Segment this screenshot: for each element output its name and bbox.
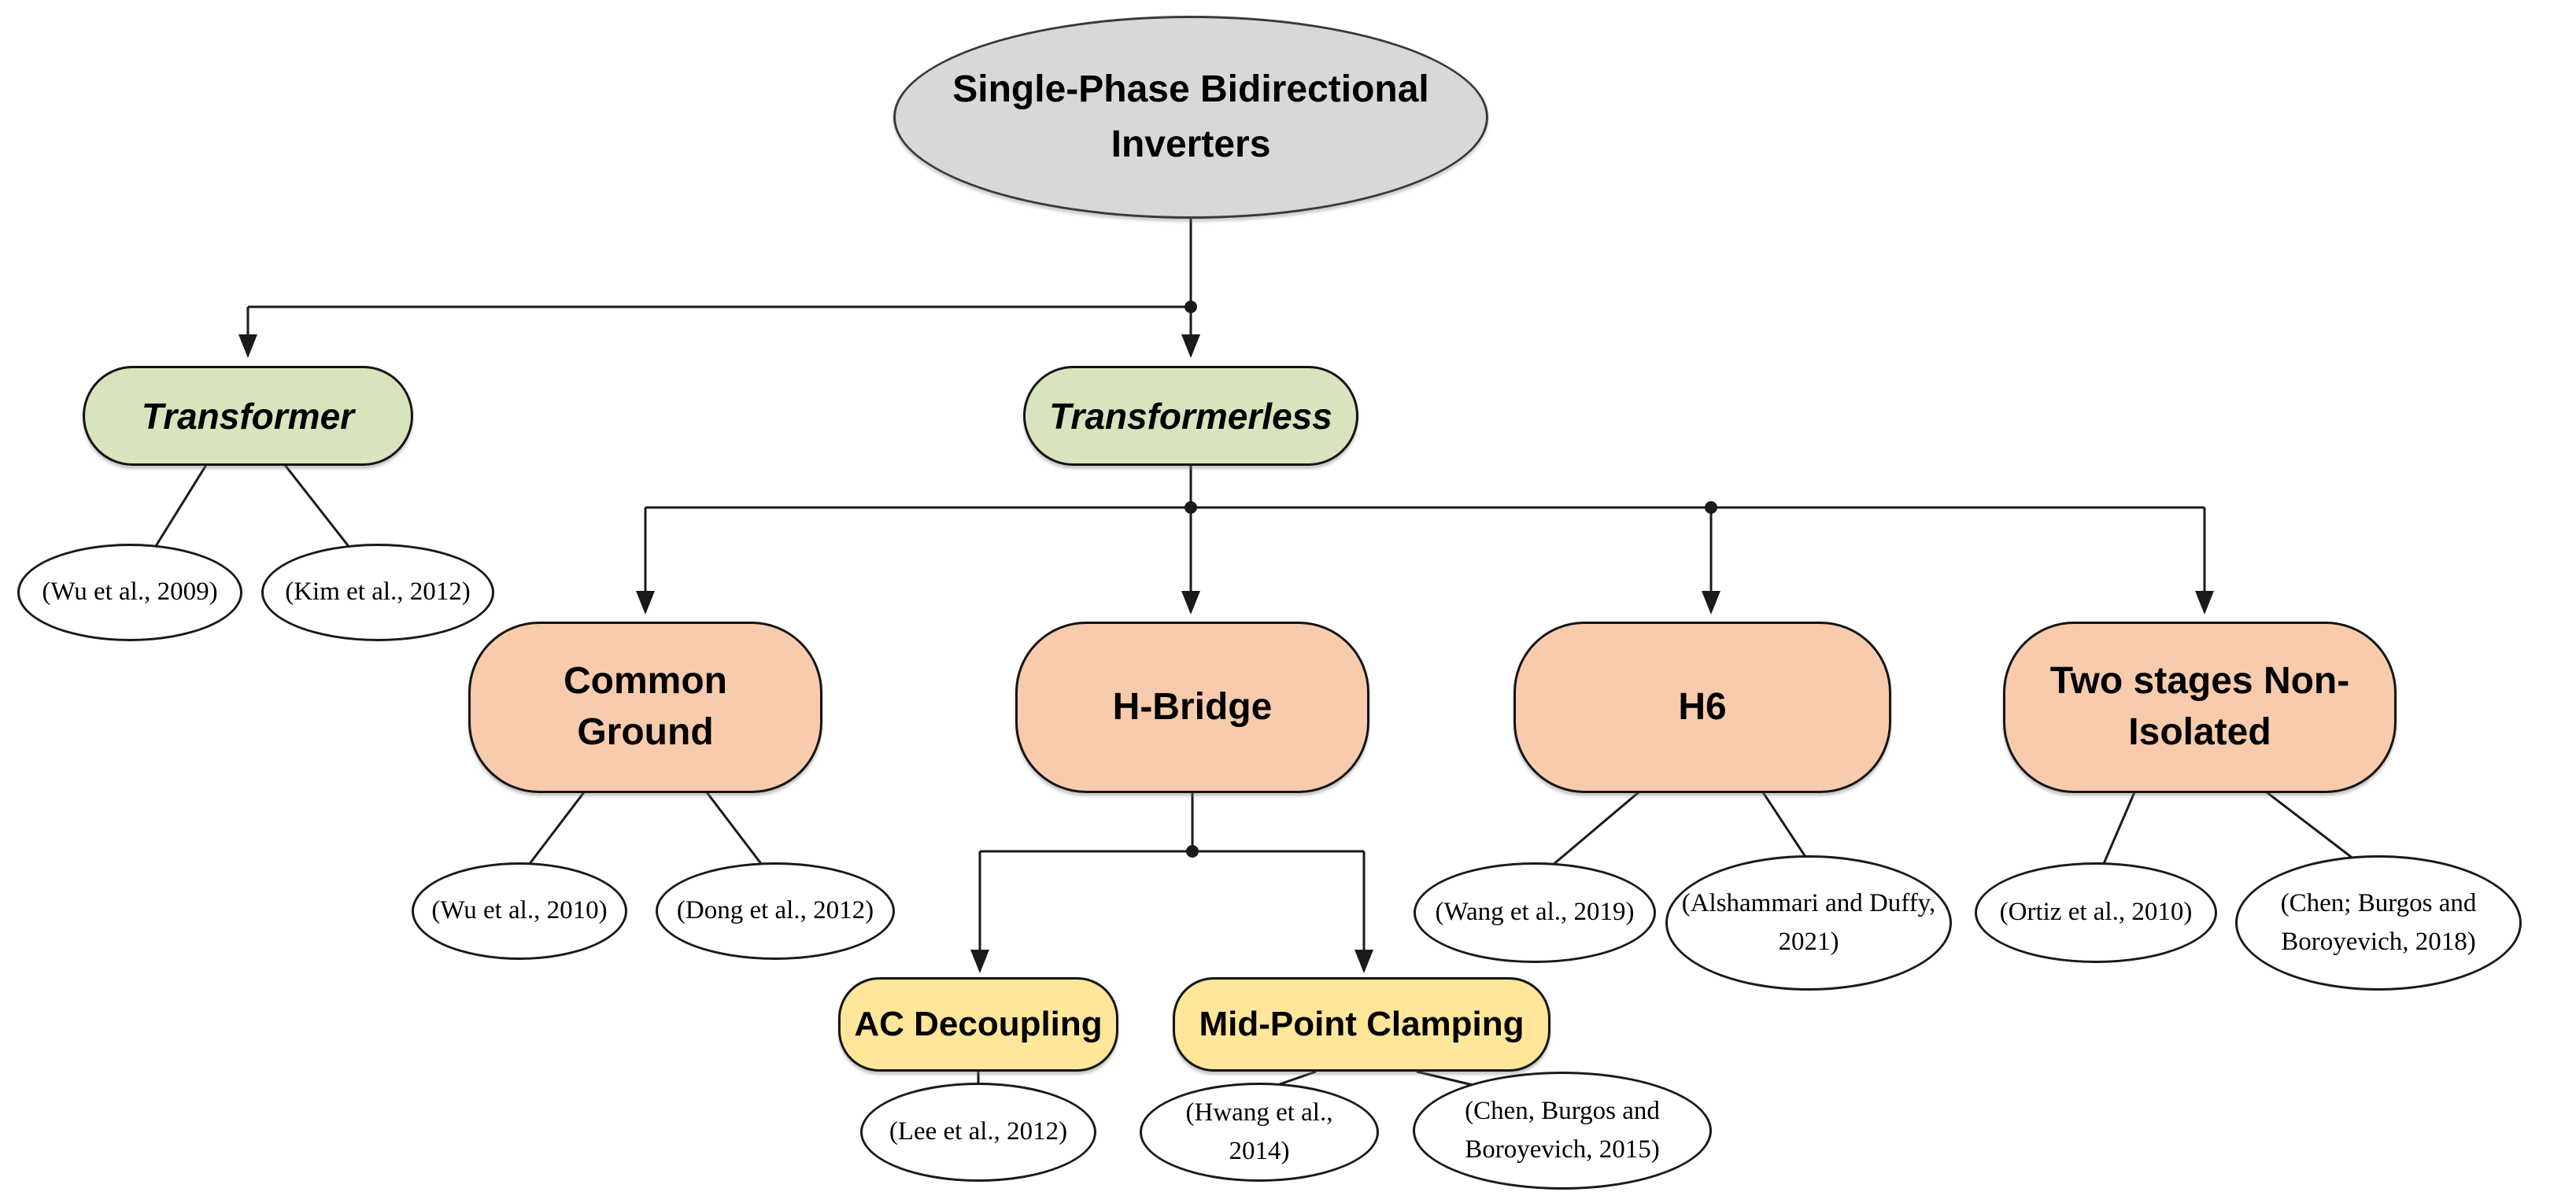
node-ref-kim-2012: (Kim et al., 2012) xyxy=(261,544,494,641)
node-ac-decoupling: AC Decoupling xyxy=(838,977,1118,1072)
junction-dot-bus3 xyxy=(1186,845,1199,858)
node-root-label: Single-Phase Bidirectional Inverters xyxy=(952,68,1429,165)
edge-ts-ortiz2010 xyxy=(2101,792,2136,866)
node-mid-point-clamping: Mid-Point Clamping xyxy=(1173,977,1550,1072)
node-transformerless-label: Transformerless xyxy=(1049,395,1332,437)
ref-alshammari-2021-label: (Alshammari and Duffy, 2021) xyxy=(1681,888,1936,957)
node-ref-wu-2010: (Wu et al., 2010) xyxy=(412,862,627,960)
junction-dot-bus2-left xyxy=(1185,501,1197,514)
junction-dots xyxy=(1185,301,1717,858)
node-ref-chen-2018: (Chen; Burgos and Boroyevich, 2018) xyxy=(2235,855,2522,991)
node-root: Single-Phase Bidirectional Inverters xyxy=(893,16,1488,219)
edge-h6-wang2019 xyxy=(1551,791,1639,867)
junction-dot-bus2-right xyxy=(1705,501,1717,514)
node-common-ground: Common Ground xyxy=(468,622,822,793)
node-h6-label: H6 xyxy=(1678,685,1727,728)
node-ref-chen-2015: (Chen, Burgos and Boroyevich, 2015) xyxy=(1413,1072,1712,1190)
node-transformerless: Transformerless xyxy=(1023,366,1358,466)
ref-wu-2010-label: (Wu et al., 2010) xyxy=(431,896,608,925)
ref-wu-2009-label: (Wu et al., 2009) xyxy=(42,578,218,607)
edge-transformer-wu2009 xyxy=(154,464,208,547)
node-transformer: Transformer xyxy=(83,366,413,466)
node-ref-ortiz-2010: (Ortiz et al., 2010) xyxy=(1975,862,2217,963)
ref-wang-2019-label: (Wang et al., 2019) xyxy=(1435,898,1635,927)
edge-ts-chen2018 xyxy=(2266,791,2358,863)
node-h-bridge-label: H-Bridge xyxy=(1112,685,1273,728)
node-two-stages-non-isolated: Two stages Non-Isolated xyxy=(2003,622,2397,793)
ref-chen-2015-label: (Chen, Burgos and Boroyevich, 2015) xyxy=(1465,1096,1660,1164)
ref-chen-2018-label: (Chen; Burgos and Boroyevich, 2018) xyxy=(2280,888,2477,957)
ref-ortiz-2010-label: (Ortiz et al., 2010) xyxy=(1999,898,2193,927)
edge-cg-dong2012 xyxy=(705,792,763,865)
node-ref-alshammari-2021: (Alshammari and Duffy, 2021) xyxy=(1665,855,1952,991)
node-h6: H6 xyxy=(1513,622,1891,793)
ref-kim-2012-label: (Kim et al., 2012) xyxy=(285,578,471,607)
node-two-stages-label: Two stages Non-Isolated xyxy=(2049,660,2350,753)
node-ref-dong-2012: (Dong et al., 2012) xyxy=(656,862,895,960)
node-ac-decoupling-label: AC Decoupling xyxy=(854,1005,1103,1043)
node-h-bridge: H-Bridge xyxy=(1015,622,1369,793)
node-common-ground-label: Common Ground xyxy=(564,660,727,753)
ref-lee-2012-label: (Lee et al., 2012) xyxy=(889,1117,1068,1146)
node-transformer-label: Transformer xyxy=(141,395,355,437)
node-mid-point-clamping-label: Mid-Point Clamping xyxy=(1199,1005,1525,1043)
node-ref-lee-2012: (Lee et al., 2012) xyxy=(860,1083,1096,1182)
ref-hwang-2014-label: (Hwang et al., 2014) xyxy=(1185,1098,1333,1166)
junction-dot-bus1 xyxy=(1185,301,1197,313)
node-ref-hwang-2014: (Hwang et al., 2014) xyxy=(1140,1083,1379,1182)
node-ref-wang-2019: (Wang et al., 2019) xyxy=(1414,862,1656,963)
edge-h6-alshammari xyxy=(1761,792,1809,860)
ref-dong-2012-label: (Dong et al., 2012) xyxy=(676,896,874,925)
edge-transformer-kim2012 xyxy=(283,464,352,549)
edge-cg-wu2010 xyxy=(527,792,586,865)
node-ref-wu-2009: (Wu et al., 2009) xyxy=(17,544,242,641)
